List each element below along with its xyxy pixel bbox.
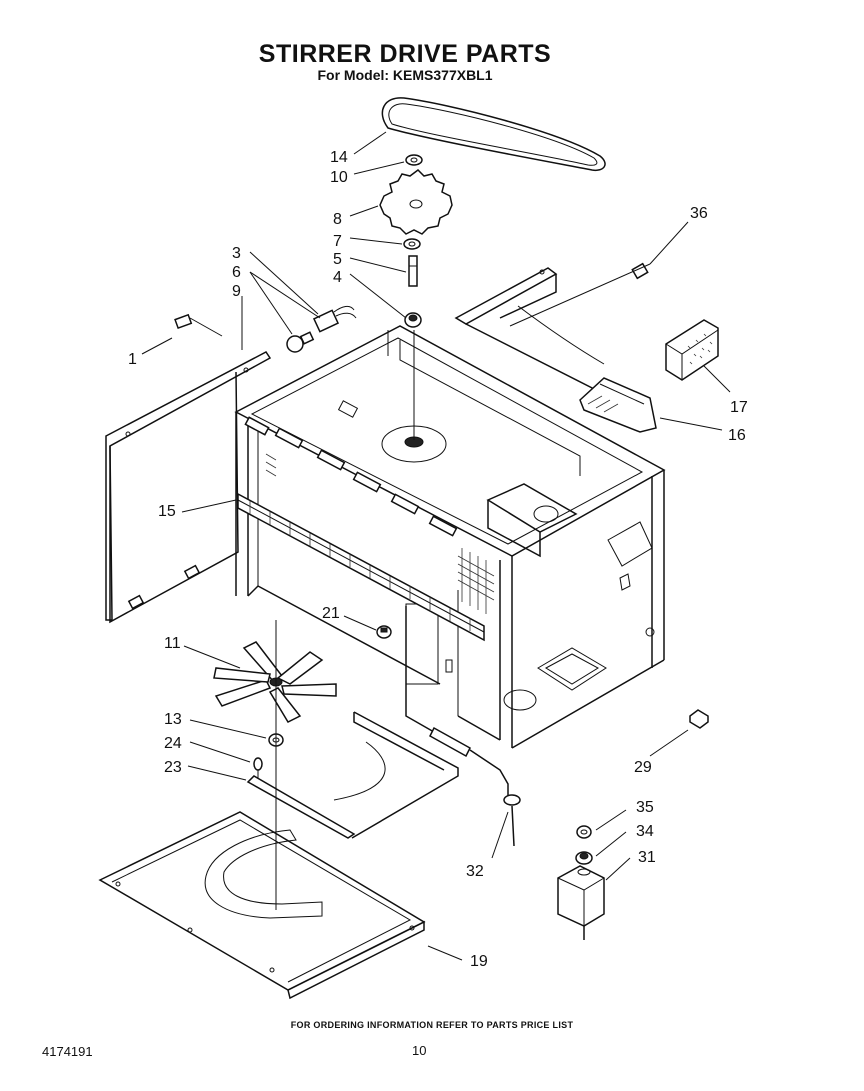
document-number: 4174191 — [42, 1044, 93, 1059]
left-side-panel-part — [105, 351, 272, 624]
callout-31: 31 — [638, 849, 656, 866]
callout-21: 21 — [322, 605, 340, 622]
model-subtitle: For Model: KEMS377XBL1 — [317, 67, 493, 83]
callout-23: 23 — [164, 759, 182, 776]
page-number: 10 — [412, 1043, 427, 1058]
bearing-part — [404, 312, 422, 328]
callout-leader-lines — [141, 131, 731, 961]
fastener-part — [376, 625, 392, 639]
callout-19: 19 — [470, 953, 488, 970]
callout-32: 32 — [466, 863, 484, 880]
drive-belt-part — [381, 97, 606, 172]
callout-16: 16 — [728, 427, 746, 444]
filter-block-part — [665, 319, 719, 381]
callout-29: 29 — [634, 759, 652, 776]
top-right-panel-part — [454, 267, 605, 395]
callout-15: 15 — [158, 503, 176, 520]
bottom-cover-plate-part — [98, 811, 426, 1000]
ordering-info-note: FOR ORDERING INFORMATION REFER TO PARTS … — [290, 1020, 574, 1030]
washer-part — [403, 238, 421, 250]
lamp-socket-part — [312, 305, 357, 333]
callout-17: 17 — [730, 399, 748, 416]
screw-part — [631, 262, 649, 280]
callout-24: 24 — [164, 735, 182, 752]
small-connector-part — [689, 709, 709, 729]
lamp-bulb-part — [286, 331, 315, 353]
exploded-parts-diagram: 14 10 8 7 5 4 3 6 9 1 36 17 16 15 21 11 … — [98, 97, 748, 1000]
page-title: STIRRER DRIVE PARTS — [258, 40, 552, 68]
callout-34: 34 — [636, 823, 654, 840]
motor-washer-part — [575, 851, 593, 865]
callout-13: 13 — [164, 711, 182, 728]
callout-1: 1 — [128, 351, 137, 368]
stirrer-nut-part — [405, 154, 423, 166]
pulley-sprocket-part — [379, 169, 453, 235]
callout-36: 36 — [690, 205, 708, 222]
callout-3: 3 — [232, 245, 241, 262]
motor-nut-part — [576, 825, 592, 839]
callout-35: 35 — [636, 799, 654, 816]
bracket-part — [579, 377, 657, 433]
callout-5: 5 — [333, 251, 342, 268]
callout-8: 8 — [333, 211, 342, 228]
callout-14: 14 — [330, 149, 348, 166]
callout-6: 6 — [232, 264, 241, 281]
callout-9: 9 — [232, 283, 241, 300]
stirrer-motor-part — [557, 865, 605, 940]
front-trim-bar-part — [237, 492, 485, 642]
stirrer-fan-blade-part — [213, 641, 337, 723]
fan-screw-part — [253, 757, 263, 780]
oven-cavity-frame-part — [234, 325, 666, 749]
callout-10: 10 — [330, 169, 348, 186]
callout-11: 11 — [164, 635, 181, 652]
callout-7: 7 — [333, 233, 342, 250]
stirrer-cover-bracket-part — [246, 711, 459, 839]
thermal-sensor-part — [405, 606, 521, 847]
stirrer-shaft-part — [408, 255, 418, 287]
callout-labels: 14 10 8 7 5 4 3 6 9 1 36 17 16 15 21 11 … — [128, 149, 748, 970]
clip-part — [174, 313, 223, 337]
callout-4: 4 — [333, 269, 342, 286]
